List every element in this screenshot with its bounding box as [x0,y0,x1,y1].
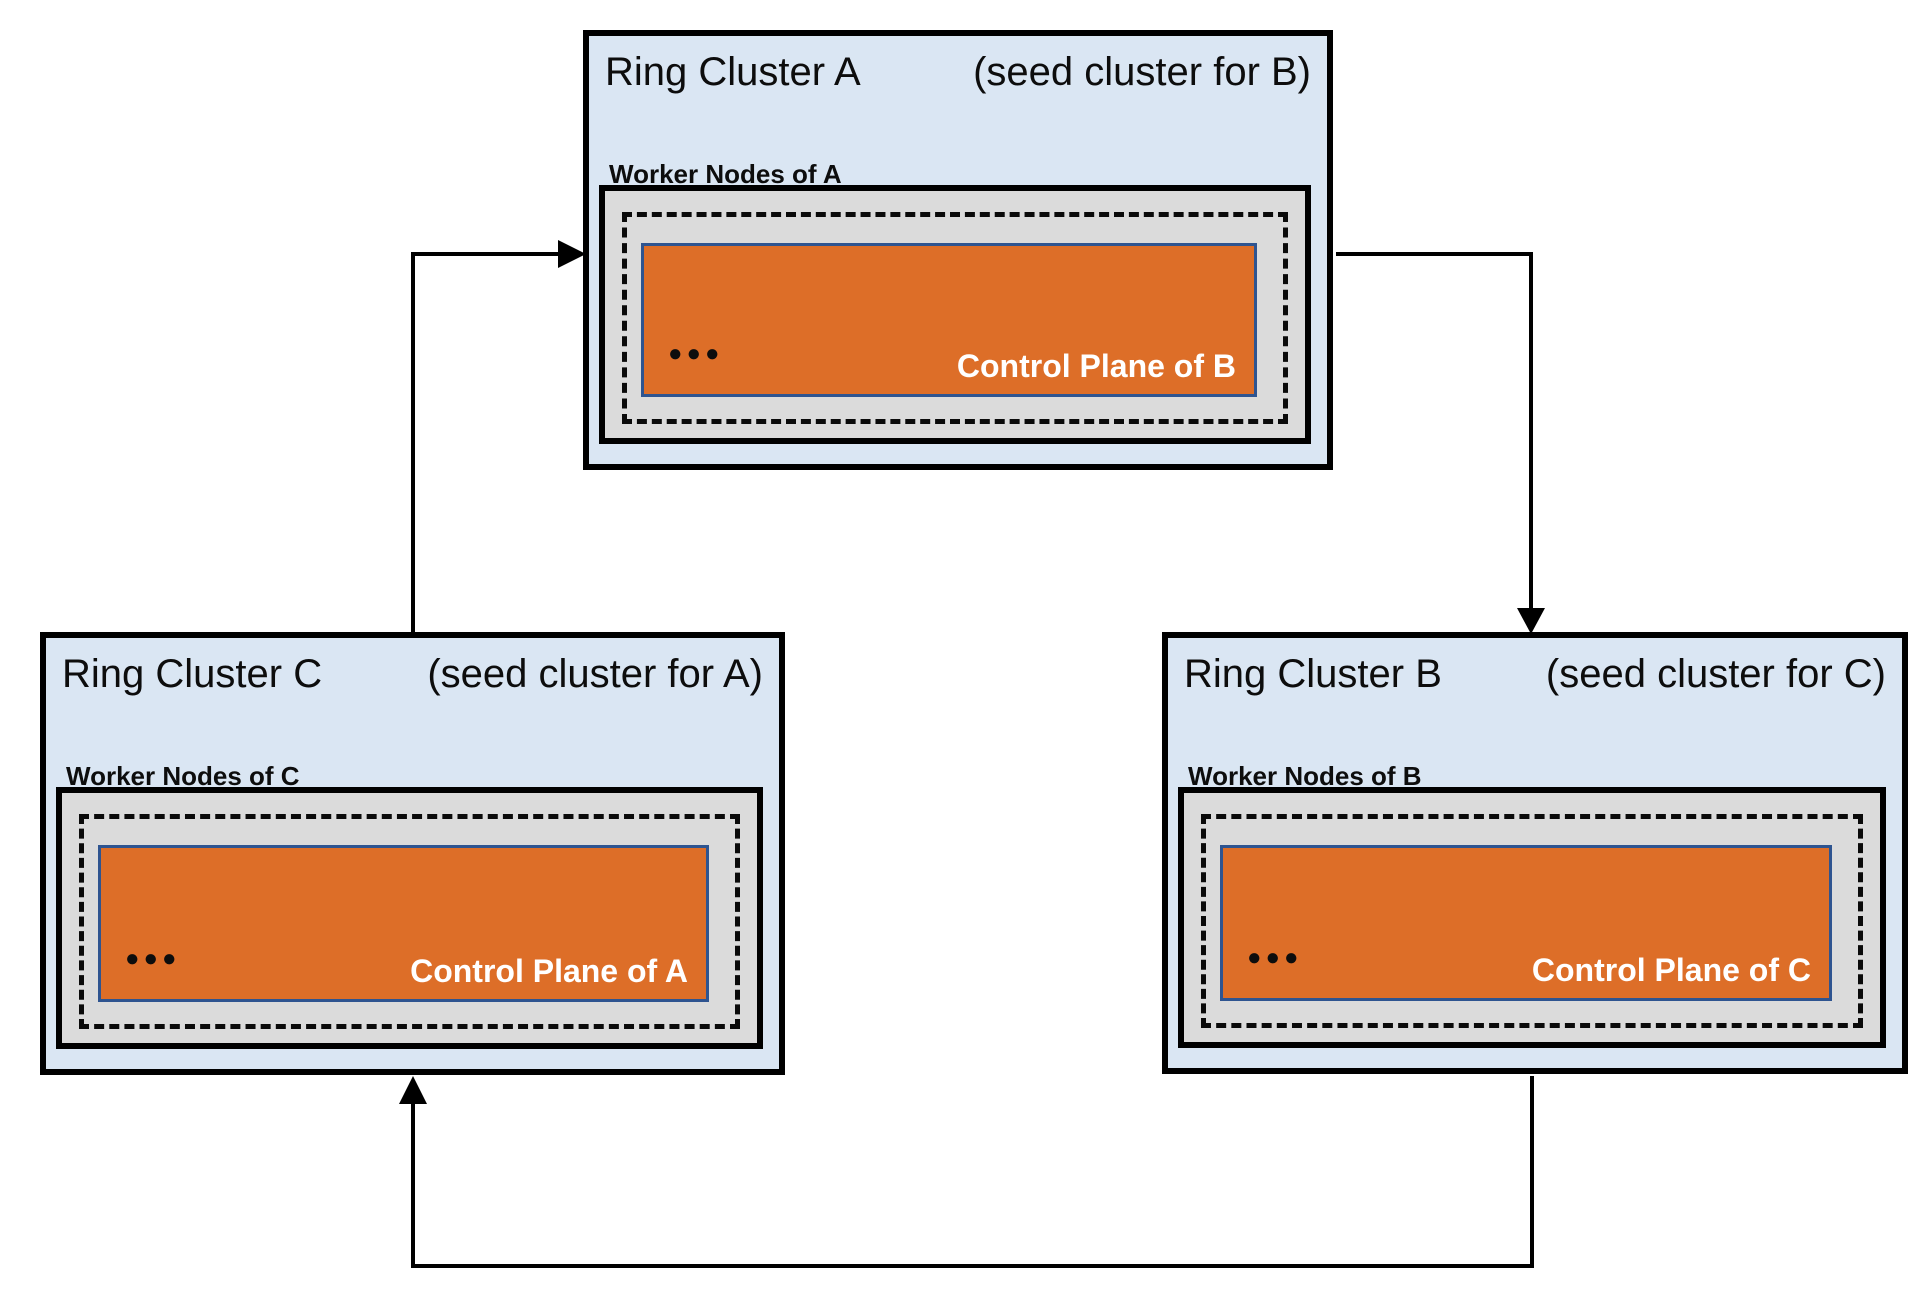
arrow-c-to-a-head-icon [558,240,586,268]
cluster-c-title-row: Ring Cluster C (seed cluster for A) [62,650,763,698]
cluster-b-dashed-boundary: ●●● Control Plane of C [1201,814,1863,1028]
arrow-b-to-c-line [411,1076,1534,1268]
ellipsis-dots-icon: ●●● [125,945,181,972]
cluster-b-worker-nodes-label: Worker Nodes of B [1188,761,1422,791]
cluster-c-worker-nodes-box: ●●● Control Plane of A [56,787,763,1049]
arrow-a-to-b-line [1336,252,1533,608]
cluster-b-control-plane-row: ●●● Control Plane of C [1247,946,1811,988]
cluster-a-worker-nodes-label: Worker Nodes of A [609,159,842,189]
ellipsis-dots-icon: ●●● [1247,944,1303,971]
cluster-b-control-plane-box: ●●● Control Plane of C [1220,845,1832,1001]
cluster-b-worker-nodes-box: ●●● Control Plane of C [1178,787,1886,1048]
cluster-b-seed-note: (seed cluster for C) [1545,652,1886,696]
cluster-a-control-plane-row: ●●● Control Plane of B [668,342,1236,384]
cluster-b-title-row: Ring Cluster B (seed cluster for C) [1184,650,1886,698]
cluster-c-dashed-boundary: ●●● Control Plane of A [79,814,740,1029]
cluster-c-seed-note: (seed cluster for A) [427,652,763,696]
ring-cluster-b-box: Ring Cluster B (seed cluster for C) Work… [1162,632,1908,1074]
cluster-a-control-plane-label: Control Plane of B [956,347,1236,384]
arrow-c-to-a-line [411,252,558,632]
arrow-a-to-b-head-icon [1517,608,1545,634]
cluster-b-control-plane-label: Control Plane of C [1531,951,1811,988]
ellipsis-dots-icon: ●●● [668,340,724,367]
cluster-a-title: Ring Cluster A [605,50,861,94]
cluster-c-worker-nodes-label: Worker Nodes of C [66,761,300,791]
cluster-c-title: Ring Cluster C [62,652,323,696]
ring-cluster-c-box: Ring Cluster C (seed cluster for A) Work… [40,632,785,1075]
cluster-c-control-plane-row: ●●● Control Plane of A [125,947,688,989]
cluster-a-dashed-boundary: ●●● Control Plane of B [622,212,1288,424]
cluster-b-title: Ring Cluster B [1184,652,1442,696]
cluster-a-seed-note: (seed cluster for B) [973,50,1311,94]
cluster-a-title-row: Ring Cluster A (seed cluster for B) [605,48,1311,96]
cluster-c-control-plane-box: ●●● Control Plane of A [98,845,709,1002]
cluster-a-worker-nodes-box: ●●● Control Plane of B [599,185,1311,444]
ring-cluster-a-box: Ring Cluster A (seed cluster for B) Work… [583,30,1333,470]
cluster-c-control-plane-label: Control Plane of A [410,952,688,989]
cluster-a-control-plane-box: ●●● Control Plane of B [641,243,1257,397]
arrow-b-to-c-head-icon [399,1076,427,1104]
